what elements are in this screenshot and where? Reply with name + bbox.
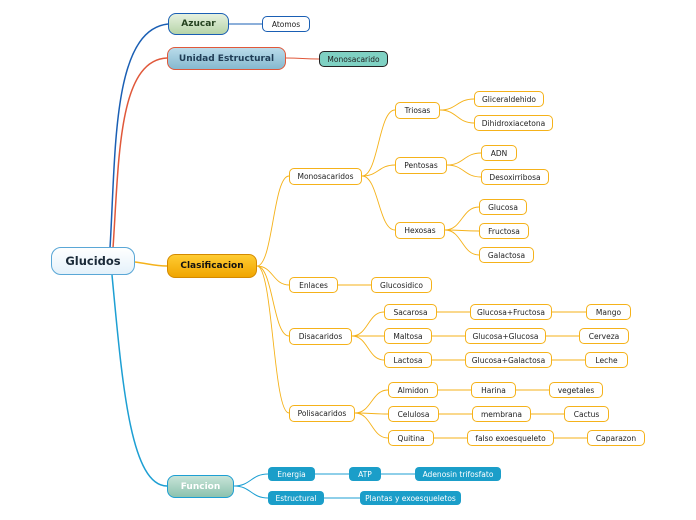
item-harina[interactable]: Harina [471,382,516,398]
item-cactus[interactable]: Cactus [564,406,609,422]
subtopic-polisacaridos[interactable]: Polisacaridos [289,405,355,422]
root-node-glucidos[interactable]: Glucidos [51,247,135,275]
link-galactosa [444,229,480,256]
link-hexosas [361,175,396,231]
topic-azucar[interactable]: Azucar [168,13,229,35]
item-caparazon[interactable]: Caparazon [587,430,645,446]
item-glucosa-galactosa[interactable]: Glucosa+Galactosa [465,352,552,368]
subtopic-hexosas[interactable]: Hexosas [395,222,445,239]
subtopic-estructural[interactable]: Estructural [268,491,324,505]
link-glucosa [444,206,480,231]
link-adn [446,152,482,166]
item-desoxirribosa[interactable]: Desoxirribosa [481,169,549,185]
link-pentosas [361,164,396,177]
subtopic-triosas[interactable]: Triosas [395,102,440,119]
item-lactosa[interactable]: Lactosa [384,352,432,368]
link-dihidroxiacetona [439,109,475,124]
subtopic-disacaridos[interactable]: Disacaridos [289,328,352,345]
item-glucosa-fructosa[interactable]: Glucosa+Fructosa [470,304,552,320]
branch-unidad [112,57,168,249]
item-adenosin-trifosfato[interactable]: Adenosin trifosfato [415,467,501,481]
link-lactosa [351,335,385,361]
item-almidon[interactable]: Almidon [388,382,438,398]
link-gliceraldehido [439,98,475,111]
item-galactosa[interactable]: Galactosa [479,247,534,263]
item-quitina[interactable]: Quitina [388,430,434,446]
item-maltosa[interactable]: Maltosa [384,328,432,344]
item-adn[interactable]: ADN [481,145,517,161]
item-gliceraldehido[interactable]: Gliceraldehido [474,91,544,107]
subtopic-monosacaridos[interactable]: Monosacaridos [289,168,362,185]
topic-funcion[interactable]: Funcion [167,475,234,498]
item-sacarosa[interactable]: Sacarosa [384,304,437,320]
topic-clasificacion[interactable]: Clasificacion [167,254,257,278]
subtopic-enlaces[interactable]: Enlaces [289,277,338,293]
item-glucosa[interactable]: Glucosa [479,199,527,215]
item-celulosa[interactable]: Celulosa [388,406,439,422]
link-triosas [361,109,396,177]
item-plantas-y-exoesqueletos[interactable]: Plantas y exoesqueletos [360,491,461,505]
subtopic-monosacarido[interactable]: Monosacarido [319,51,388,67]
item-glucosa-glucosa[interactable]: Glucosa+Glucosa [465,328,546,344]
link-enlaces [256,265,290,286]
item-dihidroxiacetona[interactable]: Dihidroxiacetona [474,115,553,131]
link-disacaridos [256,265,290,337]
link-polisacaridos [256,265,290,414]
link-desoxirribosa [446,164,482,178]
link-monosacaridos [256,175,290,267]
link-estructural [233,485,269,499]
link-monosacarido [285,57,320,60]
item-falso-exoesqueleto[interactable]: falso exoesqueleto [467,430,554,446]
item-leche[interactable]: Leche [585,352,628,368]
link-quitina [354,412,389,439]
item-mango[interactable]: Mango [586,304,631,320]
item-atp[interactable]: ATP [349,467,381,481]
branch-azucar [109,23,169,249]
link-almidon [354,389,389,414]
subtopic-energia[interactable]: Energia [268,467,315,481]
item-fructosa[interactable]: Fructosa [479,223,529,239]
item-membrana[interactable]: membrana [472,406,531,422]
topic-unidad-estructural[interactable]: Unidad Estructural [167,47,286,70]
branch-funcion [111,274,168,487]
subtopic-pentosas[interactable]: Pentosas [395,157,447,174]
branch-clasificacion [134,261,168,267]
link-energia [233,473,269,487]
item-vegetales[interactable]: vegetales [549,382,603,398]
subtopic-atomos[interactable]: Atomos [262,16,310,32]
link-sacarosa [351,311,385,337]
item-cerveza[interactable]: Cerveza [579,328,629,344]
item-glucosidico[interactable]: Glucosidico [371,277,432,293]
